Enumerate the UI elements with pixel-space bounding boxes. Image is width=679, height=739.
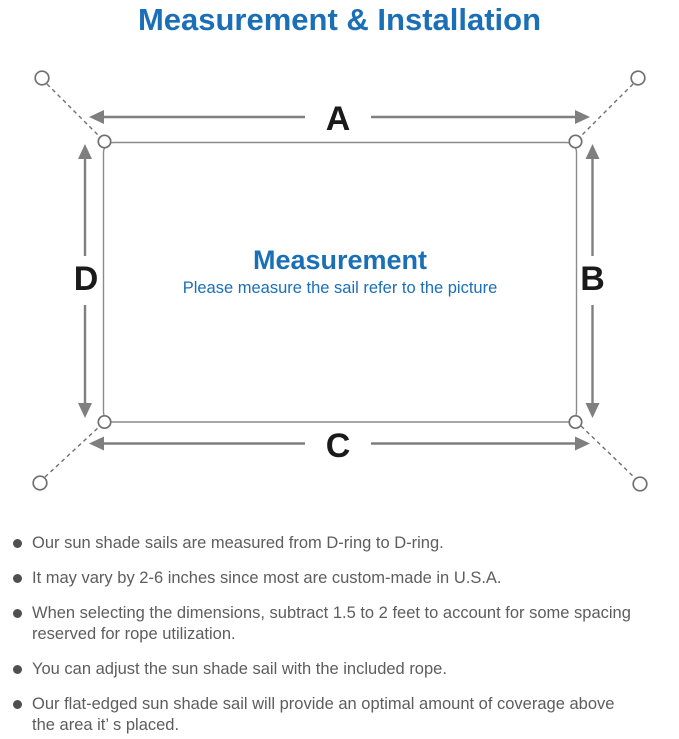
note-line: Our sun shade sails are measured from D-…: [32, 534, 444, 552]
sail-outline: [102, 141, 578, 423]
arrowhead-left-icon: [89, 110, 104, 124]
dim-label-bottom: C: [326, 427, 351, 465]
arrowhead-right-icon: [575, 436, 590, 451]
bullet-icon: [13, 609, 22, 618]
anchor-point-bottom-left: [32, 475, 48, 491]
dim-arrow-right: B: [580, 144, 605, 418]
anchor-point-top-right: [630, 70, 646, 86]
note-text: It may vary by 2-6 inches since most are…: [32, 568, 502, 589]
dim-arrow-top: A: [89, 100, 590, 138]
center-subheading: Please measure the sail refer to the pic…: [183, 279, 498, 297]
arrowhead-up-icon: [78, 144, 92, 159]
list-item: Our flat-edged sun shade sail will provi…: [13, 694, 677, 736]
center-heading: Measurement: [253, 245, 427, 275]
dim-arrow-left: D: [74, 144, 99, 418]
measurement-diagram: A C D B Measurement Please meas: [32, 70, 648, 492]
d-ring-bottom-left: [97, 414, 112, 430]
dim-label-left: D: [74, 260, 99, 298]
anchor-point-bottom-right: [632, 476, 648, 492]
note-line: You can adjust the sun shade sail with t…: [32, 660, 447, 678]
dim-arrow-bottom: C: [89, 427, 590, 465]
arrowhead-down-icon: [585, 403, 600, 418]
note-line: the area it’ s placed.: [32, 716, 180, 734]
bullet-icon: [13, 574, 22, 583]
bullet-icon: [13, 700, 22, 709]
note-line: reserved for rope utilization.: [32, 625, 236, 643]
rope-line-bottom-right: [580, 425, 636, 479]
rope-line-top-right: [579, 83, 634, 138]
list-item: It may vary by 2-6 inches since most are…: [13, 568, 677, 589]
d-ring-top-left: [97, 134, 112, 149]
dim-label-top: A: [326, 100, 351, 138]
anchor-point-top-left: [34, 70, 50, 86]
arrowhead-down-icon: [78, 403, 92, 418]
note-text: Our flat-edged sun shade sail will provi…: [32, 694, 614, 736]
list-item: Our sun shade sails are measured from D-…: [13, 533, 677, 554]
list-item: When selecting the dimensions, subtract …: [13, 603, 677, 645]
dim-label-right: B: [580, 260, 605, 298]
note-text: You can adjust the sun shade sail with t…: [32, 659, 447, 680]
list-item: You can adjust the sun shade sail with t…: [13, 659, 677, 680]
bullet-icon: [13, 665, 22, 674]
note-text: When selecting the dimensions, subtract …: [32, 603, 631, 645]
note-line: When selecting the dimensions, subtract …: [32, 604, 631, 622]
page-title: Measurement & Installation: [137, 2, 542, 37]
rope-line-top-left: [46, 83, 101, 138]
note-line: It may vary by 2-6 inches since most are…: [32, 569, 502, 587]
bullet-icon: [13, 539, 22, 548]
arrowhead-right-icon: [575, 110, 590, 124]
arrowhead-left-icon: [89, 436, 104, 451]
note-line: Our flat-edged sun shade sail will provi…: [32, 695, 615, 713]
arrowhead-up-icon: [585, 144, 600, 159]
notes-list: Our sun shade sails are measured from D-…: [13, 533, 677, 736]
note-text: Our sun shade sails are measured from D-…: [32, 533, 444, 554]
rope-line-bottom-left: [44, 425, 101, 478]
d-ring-top-right: [568, 134, 583, 149]
d-ring-bottom-right: [568, 414, 583, 430]
